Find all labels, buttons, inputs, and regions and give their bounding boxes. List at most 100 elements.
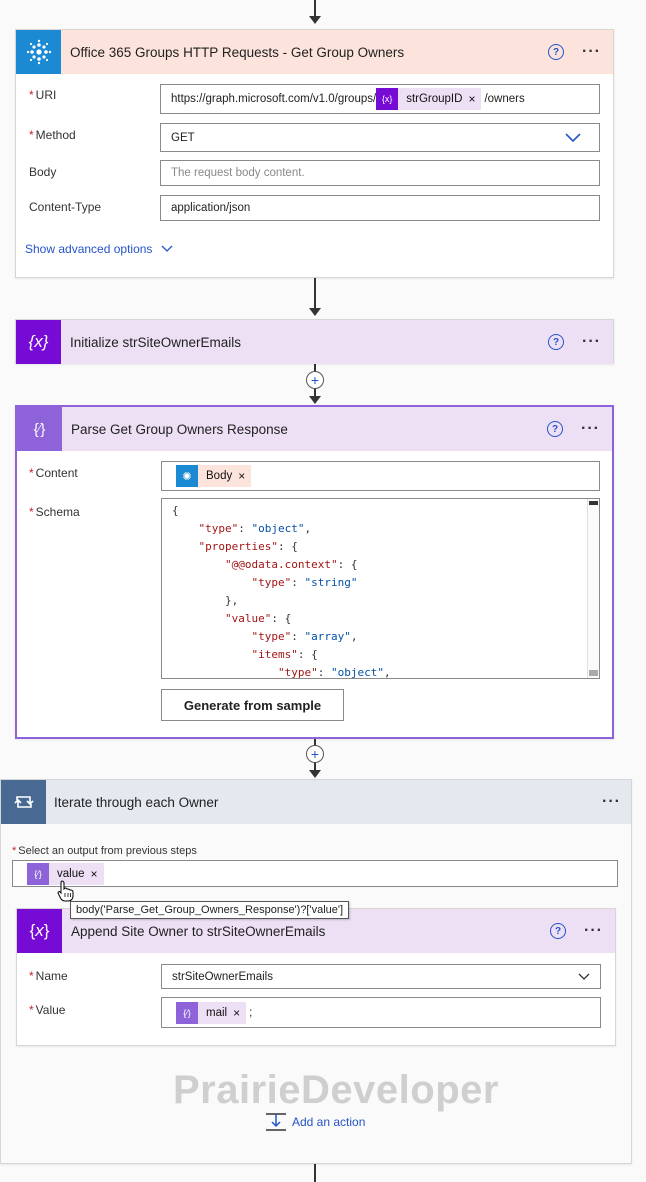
watermark-text: PrairieDeveloper (173, 1068, 499, 1112)
mail-token-label: mail (206, 1006, 228, 1019)
value-suffix: ; (249, 1006, 253, 1019)
more-options-icon[interactable]: ··· (581, 420, 600, 437)
schema-line: "type": "object", (198, 522, 312, 535)
help-icon[interactable]: ? (547, 421, 564, 437)
token-tooltip: body('Parse_Get_Group_Owners_Response')?… (70, 901, 350, 919)
card-header[interactable]: Office 365 Groups HTTP Requests - Get Gr… (16, 30, 613, 74)
chevron-down-icon[interactable] (565, 133, 581, 143)
body-label: Body (29, 165, 57, 179)
method-dropdown[interactable]: GET (160, 123, 600, 152)
get-group-owners-card[interactable]: Office 365 Groups HTTP Requests - Get Gr… (15, 29, 614, 278)
card-title[interactable]: Initialize strSiteOwnerEmails (70, 334, 242, 350)
content-type-value: application/json (171, 202, 251, 214)
name-label: *Name (29, 969, 68, 983)
body-token-label: Body (206, 470, 233, 482)
watermark: PrairieDeveloper (173, 1068, 499, 1113)
variable-icon: {x} (376, 88, 399, 110)
add-action-icon (266, 1113, 286, 1131)
data-operation-icon: {⁄} (176, 1001, 198, 1024)
connector-arrow (309, 770, 321, 778)
append-to-string-card[interactable]: {x} Append Site Owner to strSiteOwnerEma… (16, 908, 616, 1046)
schema-line: }, (172, 594, 239, 607)
more-options-icon[interactable]: ··· (602, 793, 621, 810)
card-header[interactable]: {⁄} Parse Get Group Owners Response ? ··… (17, 407, 612, 451)
schema-line: { (172, 504, 179, 517)
insert-step-button[interactable]: + (306, 371, 324, 389)
initialize-variable-card[interactable]: {x} Initialize strSiteOwnerEmails ? ··· (15, 319, 614, 364)
name-dropdown[interactable]: strSiteOwnerEmails (161, 964, 601, 989)
value-field[interactable]: {⁄} mail × ; (161, 997, 601, 1028)
more-options-icon[interactable]: ··· (584, 922, 603, 939)
method-label: *Method (29, 128, 76, 142)
variable-icon: {x} (16, 320, 61, 364)
value-label: *Value (29, 1003, 66, 1017)
more-options-icon[interactable]: ··· (582, 333, 601, 350)
remove-token-icon[interactable]: × (468, 92, 476, 106)
select-output-label: *Select an output from previous steps (12, 845, 197, 857)
advanced-link-label: Show advanced options (25, 242, 153, 256)
generate-button-label: Generate from sample (183, 697, 322, 713)
value-token-label: value (57, 867, 85, 880)
data-operation-icon: {⁄} (27, 862, 49, 885)
schema-editor[interactable]: { "type": "object", "properties": { "@@o… (161, 498, 600, 679)
help-icon[interactable]: ? (550, 923, 567, 939)
select-output-field[interactable]: {⁄} value × (12, 860, 618, 887)
uri-label: *URI (29, 88, 57, 102)
uri-token[interactable]: {x} strGroupID × (376, 88, 482, 110)
card-header[interactable]: Iterate through each Owner ··· (1, 780, 631, 824)
body-field[interactable]: The request body content. (160, 160, 600, 186)
connector-arrow (309, 396, 321, 404)
schema-label: *Schema (29, 505, 80, 519)
connector-arrow (309, 16, 321, 24)
office365-groups-icon (16, 30, 61, 74)
uri-field[interactable]: https://graph.microsoft.com/v1.0/groups/… (160, 84, 600, 114)
card-title[interactable]: Office 365 Groups HTTP Requests - Get Gr… (70, 44, 405, 60)
apply-to-each-card[interactable]: Iterate through each Owner ··· *Select a… (0, 779, 632, 1164)
add-action-button[interactable]: Add an action (265, 1112, 365, 1132)
loop-icon (1, 780, 46, 824)
generate-from-sample-button[interactable]: Generate from sample (161, 689, 344, 721)
help-icon[interactable]: ? (548, 334, 565, 350)
more-options-icon[interactable]: ··· (582, 43, 601, 60)
content-type-field[interactable]: application/json (160, 195, 600, 221)
name-value: strSiteOwnerEmails (172, 970, 273, 983)
remove-token-icon[interactable]: × (233, 1005, 241, 1020)
body-placeholder: The request body content. (171, 167, 305, 179)
card-title[interactable]: Append Site Owner to strSiteOwnerEmails (71, 923, 326, 939)
schema-line: "type": "array", (251, 630, 358, 643)
data-operation-icon: {⁄} (17, 407, 62, 451)
remove-token-icon[interactable]: × (238, 469, 246, 483)
mail-token[interactable]: {⁄} mail × (176, 1001, 247, 1024)
remove-token-icon[interactable]: × (90, 866, 98, 881)
parse-json-card[interactable]: {⁄} Parse Get Group Owners Response ? ··… (15, 405, 614, 739)
hand-cursor-icon (57, 880, 74, 902)
help-icon[interactable]: ? (548, 44, 565, 60)
chevron-down-icon (161, 245, 173, 252)
add-action-label: Add an action (292, 1115, 366, 1129)
uri-token-label: strGroupID (406, 93, 463, 105)
connector (314, 278, 316, 310)
card-header[interactable]: {x} Initialize strSiteOwnerEmails ? ··· (16, 320, 613, 364)
body-token[interactable]: ✺ Body × (176, 465, 252, 487)
card-title[interactable]: Iterate through each Owner (54, 794, 219, 810)
card-title[interactable]: Parse Get Group Owners Response (71, 421, 288, 437)
insert-step-button[interactable]: + (306, 745, 324, 763)
value-token[interactable]: {⁄} value × (27, 862, 104, 885)
content-label: *Content (29, 466, 78, 480)
uri-prefix: https://graph.microsoft.com/v1.0/groups/ (171, 93, 377, 105)
schema-code[interactable]: { "type": "object", "properties": { "@@o… (172, 502, 391, 678)
schema-line: "type": "string" (251, 576, 358, 589)
tooltip-text: body('Parse_Get_Group_Owners_Response')?… (76, 904, 344, 916)
scrollbar[interactable] (587, 499, 599, 678)
method-value: GET (171, 131, 195, 144)
schema-line: "@@odata.context": { (224, 558, 358, 571)
schema-line: "items": { (251, 648, 318, 661)
office365-groups-icon: ✺ (176, 465, 198, 487)
show-advanced-options-link[interactable]: Show advanced options (25, 242, 173, 256)
content-field[interactable]: ✺ Body × (161, 461, 600, 491)
connector-bottom (314, 1164, 316, 1182)
schema-line: "value": { (224, 612, 292, 625)
variable-icon: {x} (17, 909, 62, 953)
connector-arrow (309, 308, 321, 316)
chevron-down-icon[interactable] (578, 973, 590, 981)
